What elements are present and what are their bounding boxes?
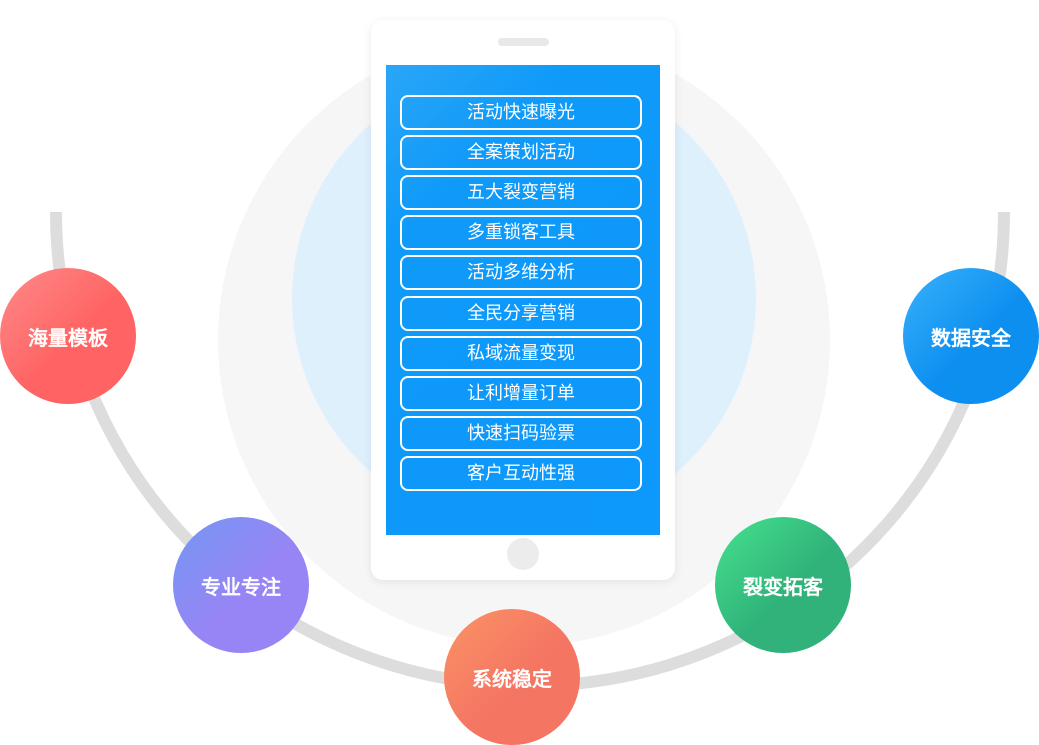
feature-button[interactable]: 私域流量变现 bbox=[400, 336, 642, 371]
phone-screen: 活动快速曝光 全案策划活动 五大裂变营销 多重锁客工具 活动多维分析 全民分享营… bbox=[386, 65, 660, 535]
feature-bubble-security: 数据安全 bbox=[903, 268, 1039, 404]
feature-button[interactable]: 活动快速曝光 bbox=[400, 95, 642, 130]
feature-bubble-growth: 裂变拓客 bbox=[715, 517, 851, 653]
feature-button[interactable]: 客户互动性强 bbox=[400, 456, 642, 491]
feature-bubble-stable: 系统稳定 bbox=[444, 609, 580, 745]
feature-button[interactable]: 活动多维分析 bbox=[400, 255, 642, 290]
feature-button[interactable]: 全民分享营销 bbox=[400, 296, 642, 331]
phone-mockup: 活动快速曝光 全案策划活动 五大裂变营销 多重锁客工具 活动多维分析 全民分享营… bbox=[371, 20, 675, 580]
feature-button[interactable]: 多重锁客工具 bbox=[400, 215, 642, 250]
phone-home-button bbox=[507, 538, 539, 570]
phone-speaker bbox=[498, 38, 549, 46]
feature-button[interactable]: 快速扫码验票 bbox=[400, 416, 642, 451]
feature-button[interactable]: 全案策划活动 bbox=[400, 135, 642, 170]
feature-bubble-professional: 专业专注 bbox=[173, 517, 309, 653]
feature-bubble-templates: 海量模板 bbox=[0, 268, 136, 404]
feature-button[interactable]: 让利增量订单 bbox=[400, 376, 642, 411]
feature-button[interactable]: 五大裂变营销 bbox=[400, 175, 642, 210]
